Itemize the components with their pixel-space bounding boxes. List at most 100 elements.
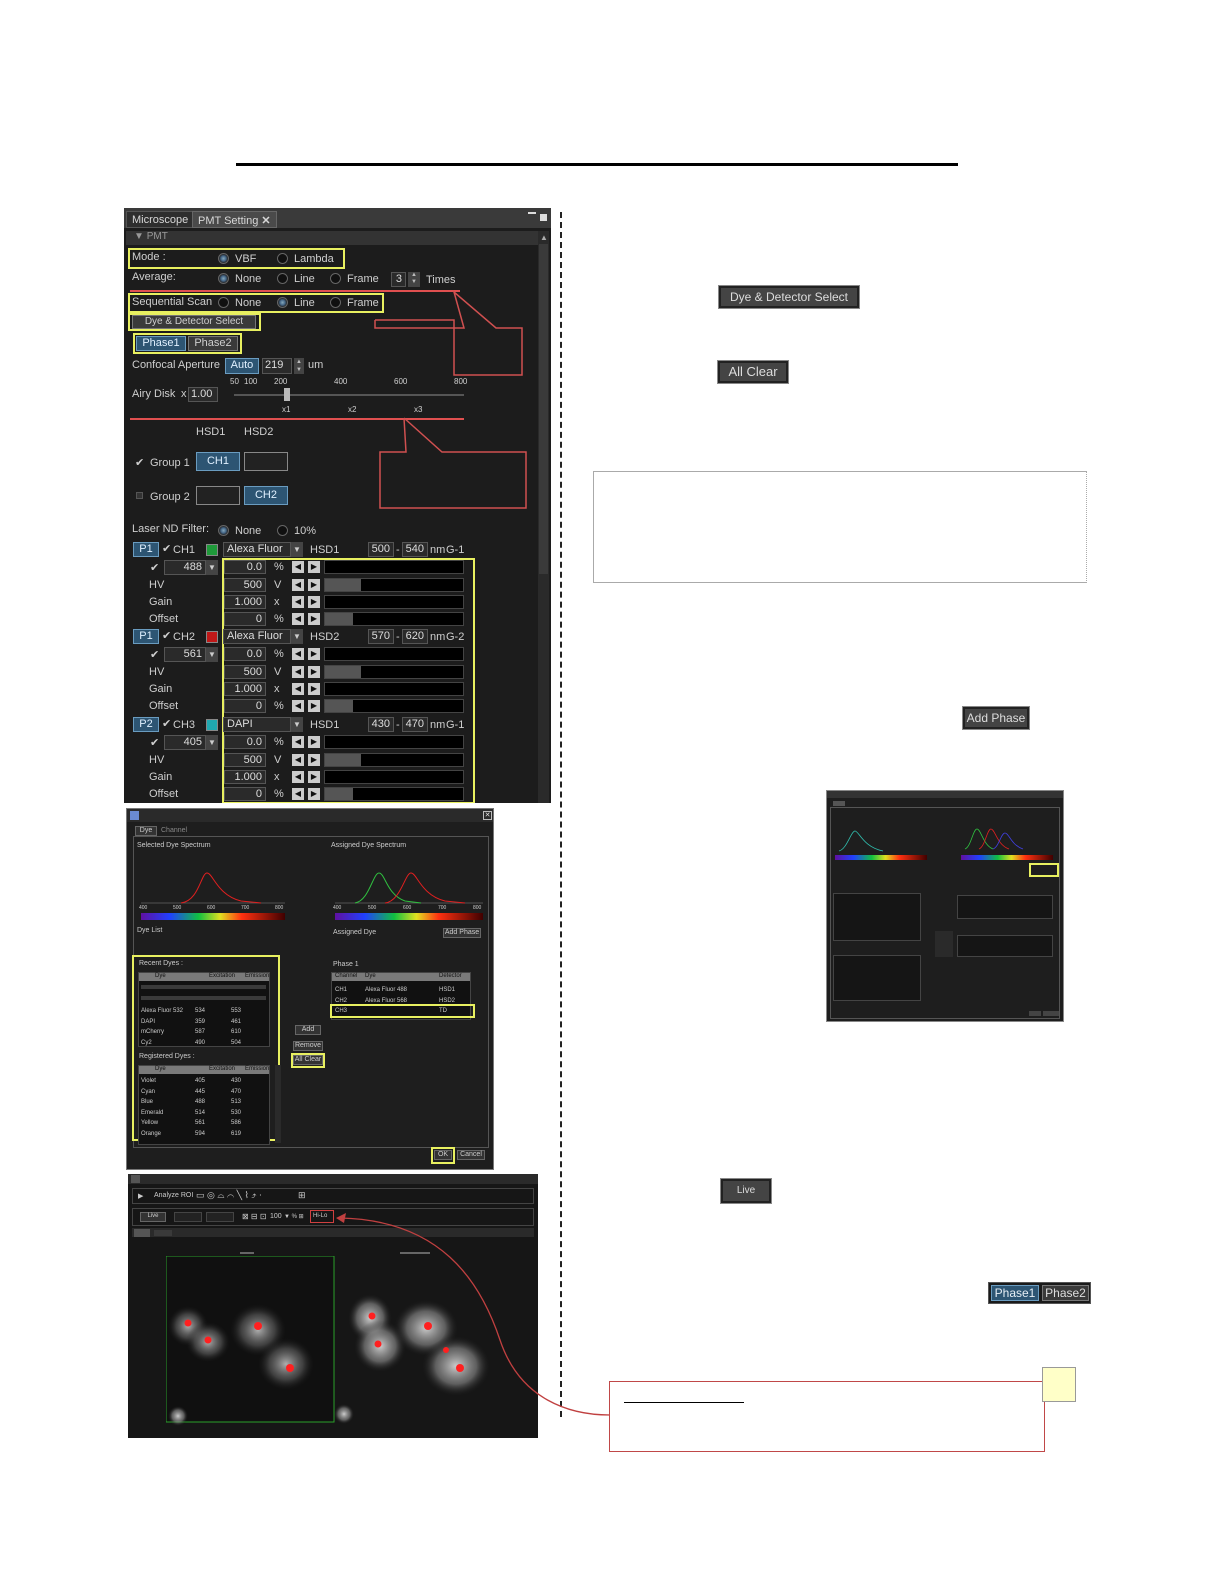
channel-1-row-4-value[interactable]: 0 <box>224 612 266 626</box>
average-count-stepper[interactable]: ▲▼ <box>408 272 420 287</box>
channel-2-row-3-slider[interactable] <box>324 682 464 696</box>
live-view-button[interactable]: Live <box>140 1212 166 1222</box>
confocal-auto-button[interactable]: Auto <box>225 358 259 374</box>
channel-2-row-4-value[interactable]: 0 <box>224 699 266 713</box>
channel-1-laser-check-icon[interactable]: ✔ <box>150 562 160 574</box>
play-icon[interactable]: ▶ <box>138 1193 144 1200</box>
channel-2-row-2-value[interactable]: 500 <box>224 665 266 679</box>
channel-2-range-hi[interactable]: 620 <box>402 629 428 644</box>
ref-add-phase-button[interactable]: Add Phase <box>962 706 1030 730</box>
channel-3-row-3-increase-icon[interactable]: ▶ <box>308 771 320 783</box>
phase1-row-3-col-1[interactable]: CH3 <box>335 1008 348 1014</box>
channel-2-laser-field[interactable]: 561 <box>164 647 206 662</box>
recent-row-3-col-1[interactable]: mCherry <box>141 1029 165 1035</box>
channel-1-check-icon[interactable]: ✔ <box>162 543 172 555</box>
registered-row-6-col-1[interactable]: Orange <box>141 1130 162 1137</box>
channel-1-dye-dropdown-icon[interactable]: ▼ <box>291 542 303 557</box>
channel-2-row-4-decrease-icon[interactable]: ◀ <box>292 700 304 712</box>
image-tab-2[interactable] <box>154 1230 172 1236</box>
phase2-button[interactable]: Phase2 <box>188 336 238 351</box>
channel-2-row-1-value[interactable]: 0.0 <box>224 647 266 661</box>
channel-3-row-4-value[interactable]: 0 <box>224 787 266 801</box>
dye-detector-select-button[interactable]: Dye & Detector Select <box>132 315 256 329</box>
recent-row-4-col-1[interactable]: Cy2 <box>141 1039 152 1046</box>
channel-3-row-1-decrease-icon[interactable]: ◀ <box>292 736 304 748</box>
group1-hsd2-slot[interactable] <box>244 452 288 471</box>
channel-1-row-2-increase-icon[interactable]: ▶ <box>308 579 320 591</box>
ruler-icon[interactable]: ⊞ <box>298 1190 306 1200</box>
minimize-icon[interactable] <box>528 212 536 214</box>
ref-dye-detector-select-button[interactable]: Dye & Detector Select <box>718 285 860 309</box>
view-mode-icons[interactable]: ⊠ ⊟ ⊡ <box>242 1212 267 1221</box>
average-frame-radio[interactable] <box>330 273 341 284</box>
channel-2-laser-check-icon[interactable]: ✔ <box>150 649 160 661</box>
roi-tools-icons[interactable]: ▭ ◎ ⌓ ⌒ ╲ ⌇ ⤴ ⋅ <box>196 1190 262 1200</box>
channel-3-row-4-decrease-icon[interactable]: ◀ <box>292 788 304 800</box>
dialog-tab-dye[interactable]: Dye <box>135 826 157 836</box>
channel-2-row-3-value[interactable]: 1.000 <box>224 682 266 696</box>
all-clear-button[interactable]: All Clear <box>293 1055 323 1065</box>
channel-1-range-hi[interactable]: 540 <box>402 542 428 557</box>
laser-nd-10-radio[interactable] <box>277 525 288 536</box>
aperture-slider-track[interactable] <box>234 394 464 396</box>
registered-row-4-col-1[interactable]: Emerald <box>141 1109 164 1116</box>
hilo-button[interactable]: Hi-Lo <box>313 1213 328 1219</box>
channel-2-dye-field[interactable]: Alexa Fluor 5 <box>223 629 291 644</box>
average-count-field[interactable]: 3 <box>391 272 406 287</box>
channel-3-row-2-slider[interactable] <box>324 753 464 767</box>
channel-1-laser-dropdown-icon[interactable]: ▼ <box>206 560 218 575</box>
channel-1-row-1-increase-icon[interactable]: ▶ <box>308 561 320 573</box>
channel-3-laser-check-icon[interactable]: ✔ <box>150 737 160 749</box>
channel-3-laser-dropdown-icon[interactable]: ▼ <box>206 735 218 750</box>
channel-2-row-2-slider[interactable] <box>324 665 464 679</box>
group2-ch2-slot[interactable]: CH2 <box>244 486 288 505</box>
group2-hsd1-slot[interactable] <box>196 486 240 505</box>
channel-1-row-1-slider[interactable] <box>324 560 464 574</box>
aperture-slider-thumb[interactable] <box>284 388 290 401</box>
mode-vbf-radio[interactable] <box>218 253 229 264</box>
ref-live-button[interactable]: Live <box>720 1178 772 1204</box>
sequential-none-radio[interactable] <box>218 297 229 308</box>
snap-button[interactable] <box>206 1212 234 1222</box>
channel-2-phase-badge[interactable]: P1 <box>133 629 159 644</box>
add-button[interactable]: Add <box>295 1025 321 1035</box>
channel-1-row-4-slider[interactable] <box>324 612 464 626</box>
dialog-tab-channel[interactable]: Channel <box>161 827 188 834</box>
remove-button[interactable]: Remove <box>293 1041 323 1051</box>
channel-2-row-1-increase-icon[interactable]: ▶ <box>308 648 320 660</box>
pin-icon[interactable] <box>540 214 547 221</box>
channel-1-row-2-decrease-icon[interactable]: ◀ <box>292 579 304 591</box>
channel-1-row-3-value[interactable]: 1.000 <box>224 595 266 609</box>
channel-1-row-2-value[interactable]: 500 <box>224 578 266 592</box>
ok-button[interactable]: OK <box>434 1150 452 1160</box>
cancel-button[interactable]: Cancel <box>457 1150 485 1160</box>
group2-checkbox[interactable] <box>136 492 143 499</box>
sequential-frame-radio[interactable] <box>330 297 341 308</box>
tab-pmt-setting[interactable]: PMT Setting ✕ <box>192 211 277 228</box>
channel-1-laser-field[interactable]: 488 <box>164 560 206 575</box>
channel-3-color-swatch[interactable] <box>206 719 218 731</box>
phase1-row-1-col-1[interactable]: CH1 <box>335 987 348 993</box>
channel-3-phase-badge[interactable]: P2 <box>133 717 159 732</box>
channel-3-range-hi[interactable]: 470 <box>402 717 428 732</box>
channel-3-row-2-value[interactable]: 500 <box>224 753 266 767</box>
channel-3-row-3-value[interactable]: 1.000 <box>224 770 266 784</box>
registered-row-3-col-1[interactable]: Blue <box>141 1099 154 1105</box>
registered-scrollbar[interactable] <box>275 1065 281 1143</box>
dialog-close-icon[interactable]: ✕ <box>483 811 492 820</box>
channel-1-dye-field[interactable]: Alexa Fluor 4 <box>223 542 291 557</box>
channel-3-range-lo[interactable]: 430 <box>368 717 394 732</box>
channel-2-row-2-decrease-icon[interactable]: ◀ <box>292 666 304 678</box>
group1-check-icon[interactable]: ✔ <box>135 457 145 469</box>
channel-3-row-2-increase-icon[interactable]: ▶ <box>308 754 320 766</box>
scroll-up-icon[interactable]: ▲ <box>540 233 548 242</box>
channel-3-row-3-slider[interactable] <box>324 770 464 784</box>
channel-3-row-2-decrease-icon[interactable]: ◀ <box>292 754 304 766</box>
channel-2-row-4-increase-icon[interactable]: ▶ <box>308 700 320 712</box>
pmt-section-header[interactable]: ▼ PMT <box>126 231 538 245</box>
channel-1-row-4-decrease-icon[interactable]: ◀ <box>292 613 304 625</box>
scrollbar-thumb[interactable] <box>539 244 548 574</box>
channel-3-dye-field[interactable]: DAPI <box>223 717 291 732</box>
image-tab-active[interactable] <box>134 1229 150 1237</box>
channel-3-row-1-slider[interactable] <box>324 735 464 749</box>
